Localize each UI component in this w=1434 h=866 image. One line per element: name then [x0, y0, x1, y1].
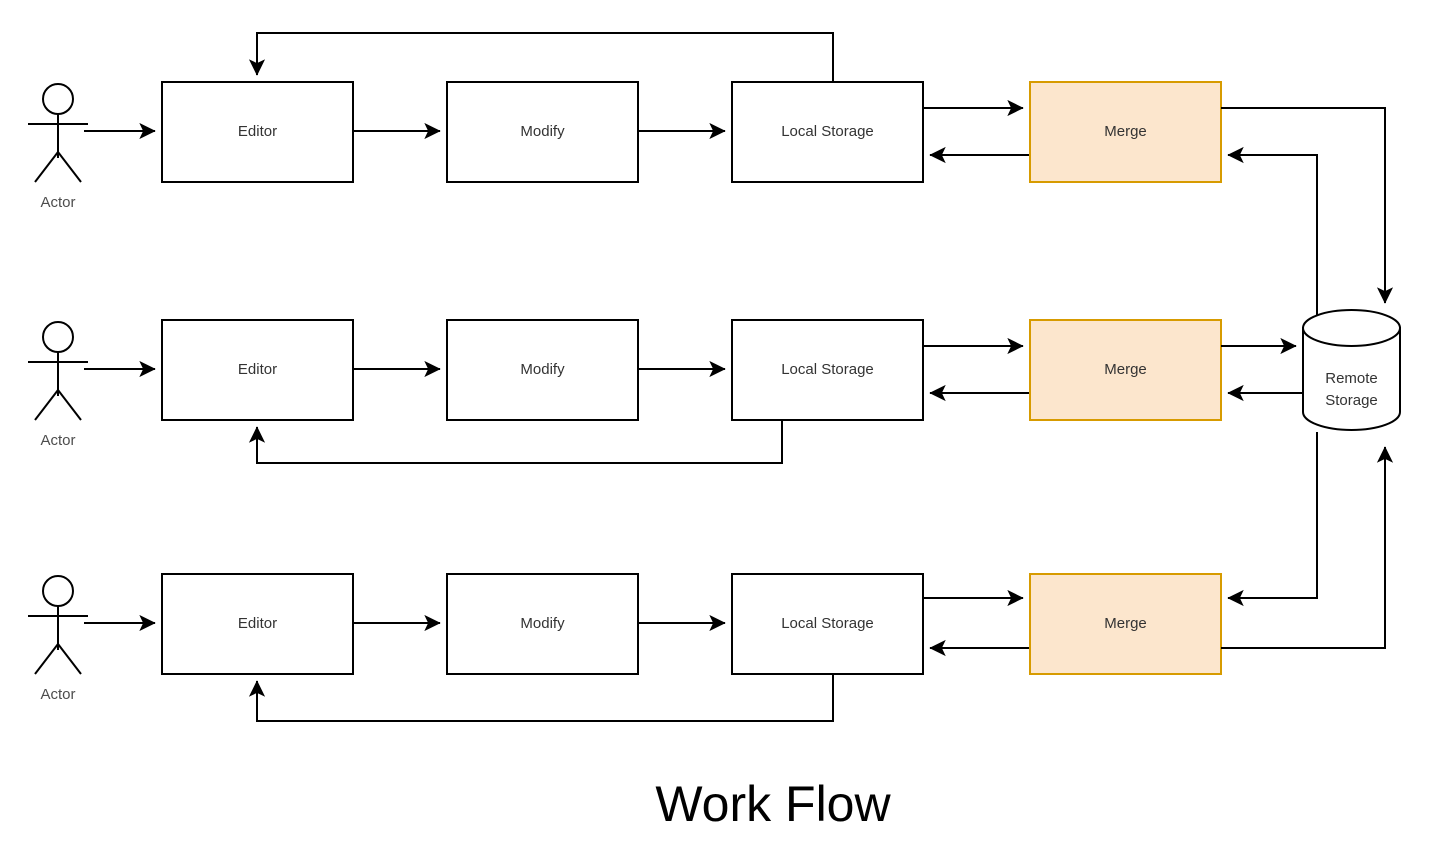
node-local-storage-label-row-2: Local Storage	[781, 361, 874, 378]
actor-label-row-2: Actor	[40, 432, 75, 449]
actor-figure-row-3: Actor	[28, 575, 88, 703]
node-local-storage-row-3[interactable]	[731, 573, 924, 675]
node-modify-label-row-3: Modify	[520, 615, 565, 632]
edge-remote-storage-to-merge-row-1	[1227, 146, 1318, 320]
node-remote-storage[interactable]: Remote Storage	[1302, 309, 1401, 431]
actor-label-row-3: Actor	[40, 686, 75, 703]
node-editor-row-3[interactable]	[161, 573, 354, 675]
edge-local-storage-to-editor-feedback-row-1	[248, 32, 834, 82]
actor-figure-row-1: Actor	[28, 83, 88, 211]
edge-merge-to-remote-storage-row-1	[1221, 107, 1394, 304]
actor-legs-icon	[34, 151, 82, 183]
node-local-storage-row-2[interactable]	[731, 319, 924, 421]
node-merge-label-row-3: Merge	[1104, 615, 1147, 632]
actor-legs-icon	[34, 643, 82, 675]
page-title: Work Flow	[655, 776, 891, 832]
actor-head-icon	[42, 83, 74, 115]
node-merge-label-row-2: Merge	[1104, 361, 1147, 378]
node-remote-storage-label-line1: Remote	[1325, 370, 1378, 387]
node-merge-row-1[interactable]	[1029, 81, 1222, 183]
actor-legs-icon	[34, 389, 82, 421]
node-local-storage-label-row-3: Local Storage	[781, 615, 874, 632]
actor-label-row-1: Actor	[40, 194, 75, 211]
row-2-group: Actor Editor Modify Local Storage Merge	[28, 319, 1303, 464]
node-editor-row-1[interactable]	[161, 81, 354, 183]
node-editor-label-row-1: Editor	[238, 123, 277, 140]
remote-storage-cylinder-top	[1302, 309, 1401, 347]
node-modify-row-3[interactable]	[446, 573, 639, 675]
node-remote-storage-label-line2: Storage	[1325, 392, 1378, 409]
node-modify-row-2[interactable]	[446, 319, 639, 421]
edge-merge-to-remote-storage-row-3	[1221, 446, 1394, 649]
node-merge-row-3[interactable]	[1029, 573, 1222, 675]
node-local-storage-row-1[interactable]	[731, 81, 924, 183]
actor-head-icon	[42, 575, 74, 607]
node-modify-label-row-2: Modify	[520, 361, 565, 378]
actor-head-icon	[42, 321, 74, 353]
node-editor-label-row-3: Editor	[238, 615, 277, 632]
node-merge-label-row-1: Merge	[1104, 123, 1147, 140]
remote-storage-cylinder-body	[1302, 327, 1401, 431]
edge-local-storage-to-editor-feedback-row-2	[248, 420, 783, 464]
row-1-group: Actor Editor Modify Local Storage	[28, 32, 1394, 320]
actor-figure-row-2: Actor	[28, 321, 88, 449]
row-3-group: Actor Editor Modify Local Storage Merge	[28, 432, 1394, 722]
edge-local-storage-to-editor-feedback-row-3	[248, 674, 834, 722]
node-modify-label-row-1: Modify	[520, 123, 565, 140]
node-local-storage-label-row-1: Local Storage	[781, 123, 874, 140]
node-merge-row-2[interactable]	[1029, 319, 1222, 421]
node-editor-label-row-2: Editor	[238, 361, 277, 378]
edge-remote-storage-to-merge-row-3	[1227, 432, 1318, 607]
